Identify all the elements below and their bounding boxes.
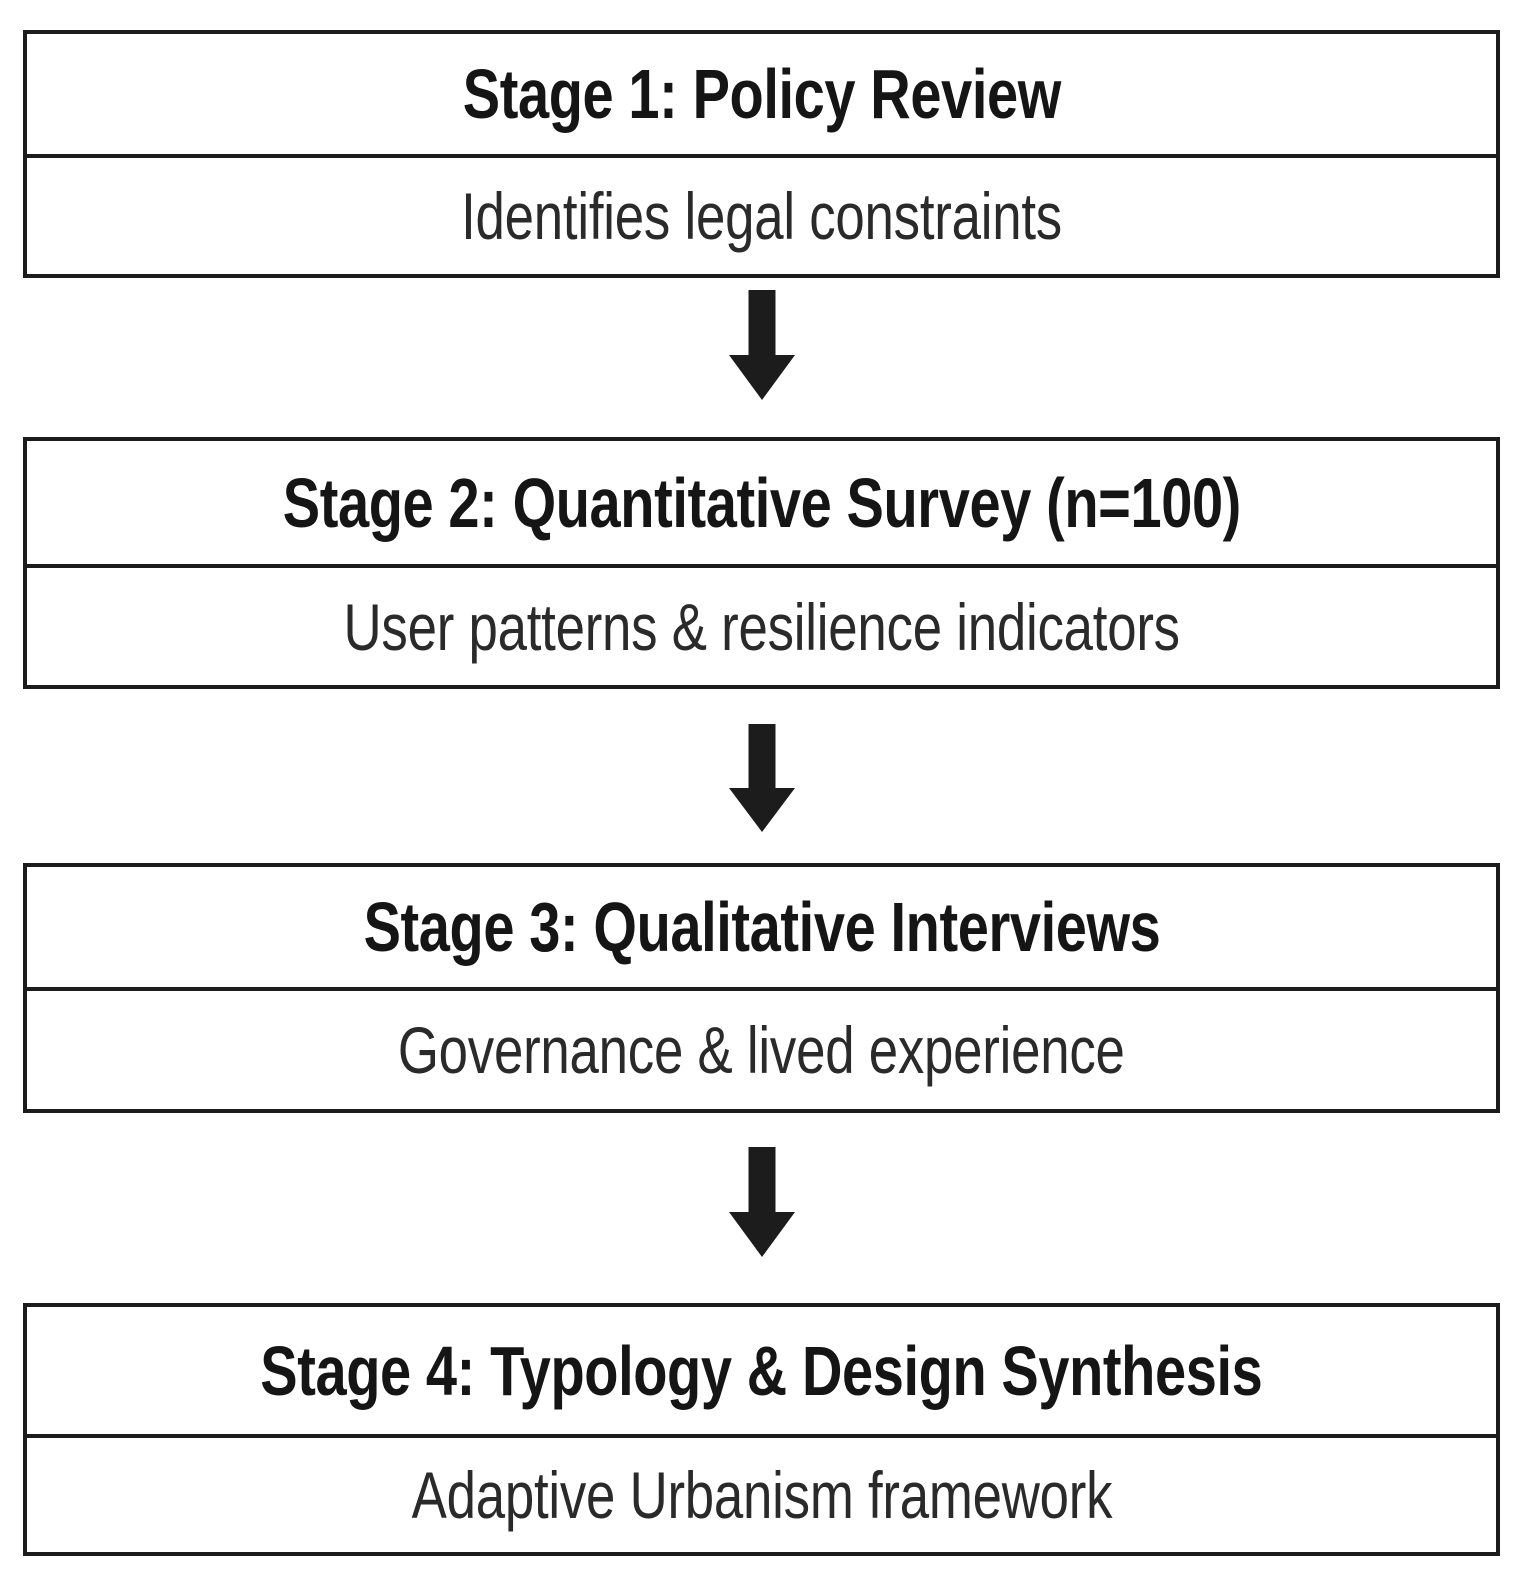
stage-3-body: Governance & lived experience <box>398 1013 1125 1087</box>
stage-4-body: Adaptive Urbanism framework <box>411 1458 1112 1532</box>
arrow-down-icon-stage-2-to-3 <box>729 724 795 832</box>
stage-1-body-row: Identifies legal constraints <box>27 158 1496 274</box>
stage-2-title-row: Stage 2: Quantitative Survey (n=100) <box>27 441 1496 568</box>
stage-2-title: Stage 2: Quantitative Survey (n=100) <box>282 463 1241 542</box>
stage-3-body-row: Governance & lived experience <box>27 991 1496 1109</box>
stage-box-2: Stage 2: Quantitative Survey (n=100) Use… <box>23 437 1500 689</box>
stage-3-title: Stage 3: Qualitative Interviews <box>363 888 1160 966</box>
stage-3-title-row: Stage 3: Qualitative Interviews <box>27 867 1496 991</box>
stage-box-4: Stage 4: Typology & Design Synthesis Ada… <box>23 1303 1500 1556</box>
stage-1-body: Identifies legal constraints <box>461 179 1062 253</box>
arrow-down-icon-stage-1-to-2 <box>729 290 795 400</box>
stage-box-1: Stage 1: Policy Review Identifies legal … <box>23 30 1500 278</box>
stage-1-title-row: Stage 1: Policy Review <box>27 34 1496 158</box>
stage-1-title: Stage 1: Policy Review <box>462 55 1061 133</box>
stage-box-3: Stage 3: Qualitative Interviews Governan… <box>23 863 1500 1113</box>
stage-2-body: User patterns & resilience indicators <box>343 589 1180 664</box>
stage-4-title-row: Stage 4: Typology & Design Synthesis <box>27 1307 1496 1438</box>
arrow-down-icon-stage-3-to-4 <box>729 1147 795 1257</box>
stage-4-body-row: Adaptive Urbanism framework <box>27 1438 1496 1552</box>
stage-2-body-row: User patterns & resilience indicators <box>27 568 1496 685</box>
stage-4-title: Stage 4: Typology & Design Synthesis <box>260 1331 1263 1410</box>
